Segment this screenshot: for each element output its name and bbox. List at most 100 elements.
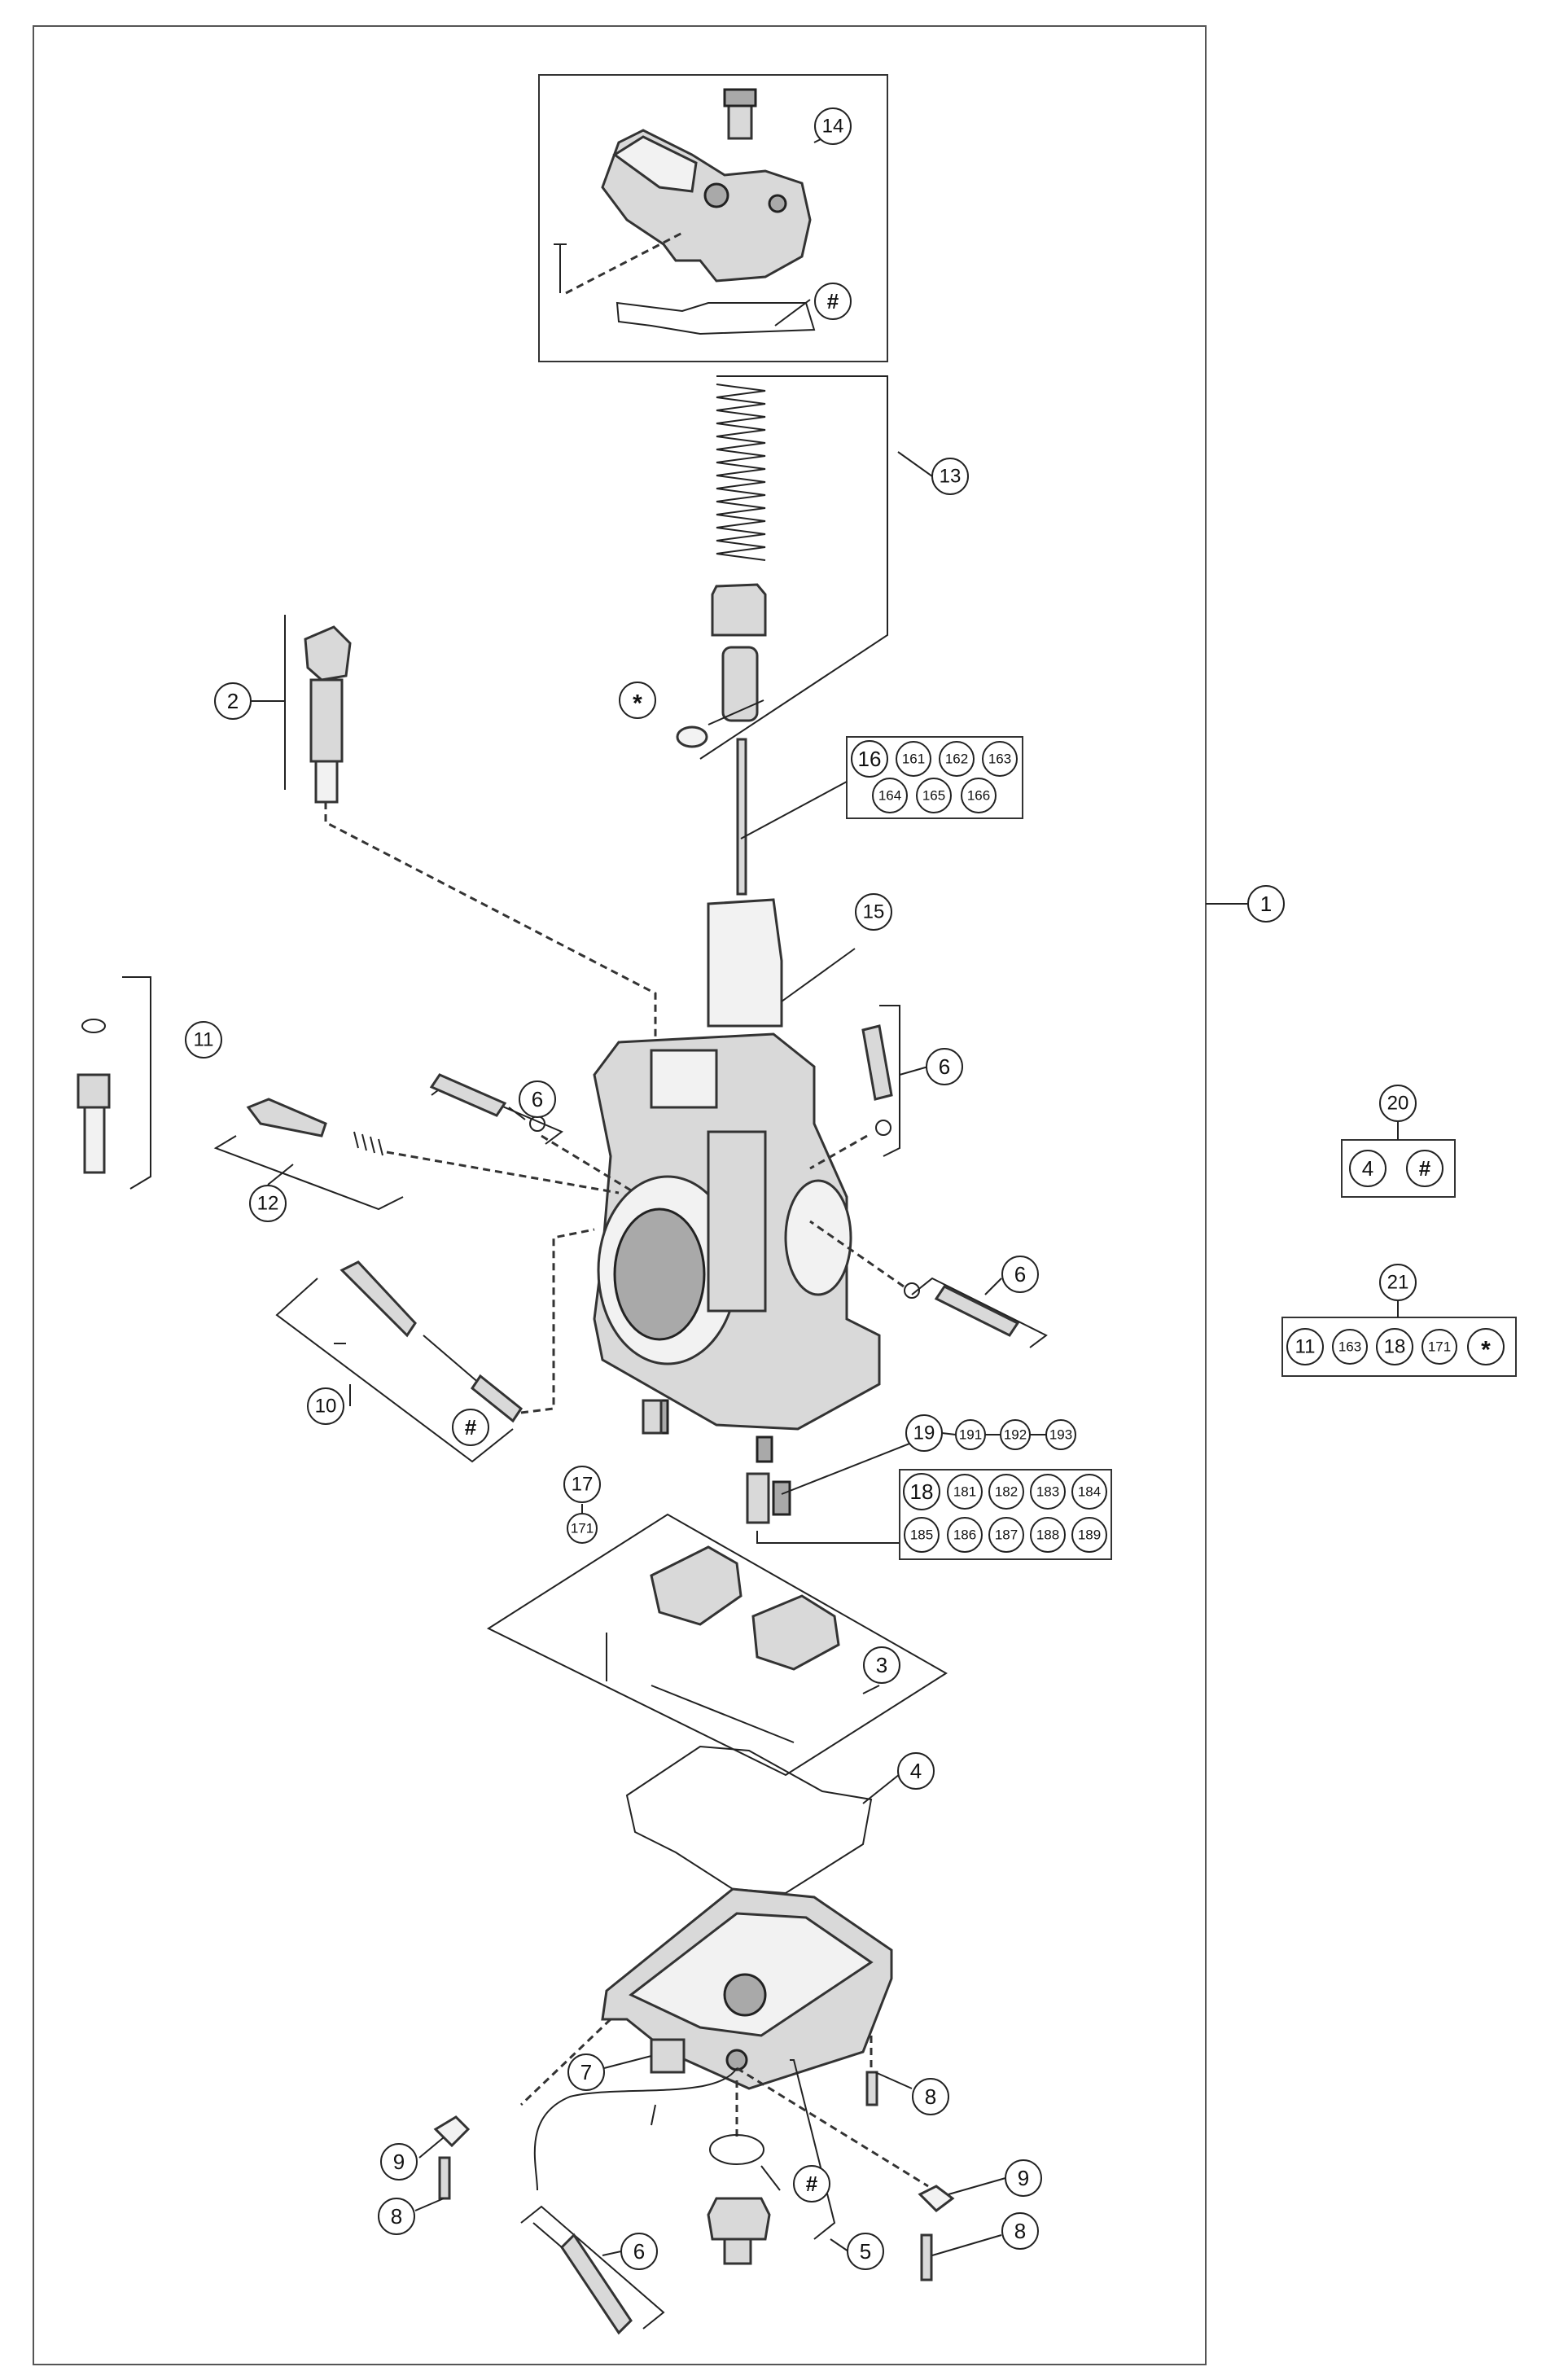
group16-item: 162 [939, 741, 975, 777]
svg-text:161: 161 [902, 752, 925, 767]
kit21-item: 18 [1376, 1328, 1413, 1365]
svg-text:181: 181 [953, 1484, 976, 1500]
callout-hash-14: # [814, 283, 852, 320]
svg-text:#: # [465, 1415, 477, 1440]
svg-text:#: # [827, 289, 839, 313]
svg-text:9: 9 [1018, 2166, 1029, 2190]
callout-14: 14 [814, 107, 852, 145]
callout-1: 1 [1247, 885, 1285, 923]
group18-item: 189 [1071, 1517, 1107, 1553]
leader-18 [756, 1531, 900, 1544]
svg-text:182: 182 [995, 1484, 1018, 1500]
callout-193: 193 [1045, 1419, 1076, 1450]
callout-19: 19 [905, 1414, 943, 1452]
callout-8b: 8 [378, 2198, 415, 2235]
group16-item: 163 [982, 741, 1018, 777]
callout-9b: 9 [1005, 2159, 1042, 2197]
drain-plug-part [707, 2134, 771, 2265]
callout-2: 2 [214, 682, 252, 720]
svg-text:164: 164 [878, 788, 901, 804]
svg-text:188: 188 [1036, 1527, 1059, 1543]
spring-part [676, 384, 767, 896]
svg-text:189: 189 [1078, 1527, 1101, 1543]
svg-text:183: 183 [1036, 1484, 1059, 1500]
svg-text:6: 6 [532, 1087, 543, 1111]
callout-4: 4 [897, 1752, 935, 1790]
callout-21: 21 [1379, 1264, 1417, 1301]
callout-9a: 9 [380, 2143, 418, 2181]
bracket-9b-part [918, 2185, 955, 2281]
group14-box [538, 74, 888, 362]
svg-text:5: 5 [860, 2239, 871, 2264]
svg-text:20: 20 [1387, 1093, 1409, 1115]
group16-item: 166 [961, 778, 997, 813]
svg-text:166: 166 [967, 788, 990, 804]
callout-191: 191 [955, 1419, 986, 1450]
bracket-6c [911, 1277, 1048, 1348]
svg-text:6: 6 [633, 2239, 645, 2264]
svg-text:193: 193 [1049, 1427, 1072, 1443]
svg-text:17: 17 [572, 1474, 594, 1496]
svg-text:163: 163 [988, 752, 1011, 767]
kit21-box [1281, 1317, 1517, 1377]
top-cap-part [554, 88, 816, 335]
kit20-items: 4 # [1349, 1150, 1443, 1187]
callout-10: 10 [307, 1387, 344, 1425]
group18-item: 18 [903, 1473, 940, 1510]
group18-item: 181 [947, 1474, 983, 1510]
svg-text:3: 3 [876, 1653, 887, 1677]
callout-13: 13 [931, 458, 969, 495]
idle-screw-part [304, 625, 657, 1059]
kit21-item: 171 [1422, 1329, 1457, 1365]
svg-text:19: 19 [913, 1422, 935, 1444]
svg-text:10: 10 [315, 1396, 337, 1418]
hose-6d-part [532, 2222, 633, 2335]
svg-text:11: 11 [1295, 1336, 1316, 1358]
float-part [606, 1545, 840, 1743]
callout-15: 15 [855, 893, 892, 931]
svg-text:6: 6 [939, 1054, 950, 1079]
svg-text:21: 21 [1387, 1272, 1409, 1294]
callout-3: 3 [863, 1646, 900, 1684]
kit21-item: 163 [1332, 1329, 1368, 1365]
svg-text:191: 191 [959, 1427, 982, 1443]
callout-6c: 6 [1001, 1256, 1039, 1293]
svg-text:171: 171 [1428, 1339, 1451, 1355]
svg-text:186: 186 [953, 1527, 976, 1543]
svg-text:15: 15 [863, 901, 885, 923]
kit21-items: 11 163 18 171 * [1286, 1328, 1505, 1365]
main-frame [33, 25, 1207, 2365]
svg-text:*: * [1481, 1337, 1491, 1364]
callout-7: 7 [567, 2053, 605, 2091]
callout-8c: 8 [1001, 2212, 1039, 2250]
kit20-item: # [1406, 1150, 1443, 1187]
group18-item: 187 [988, 1517, 1024, 1553]
dash-bowl-9a [519, 2018, 612, 2106]
svg-text:8: 8 [391, 2204, 402, 2229]
svg-text:163: 163 [1338, 1339, 1361, 1355]
svg-text:11: 11 [194, 1029, 214, 1051]
group16-item: 161 [896, 741, 931, 777]
group16-item: 165 [916, 778, 952, 813]
svg-text:#: # [806, 2172, 818, 2196]
bracket-6b [879, 1005, 900, 1157]
dash-bowl-9b [736, 2067, 929, 2188]
callout-6d: 6 [620, 2233, 658, 2270]
svg-text:4: 4 [1362, 1156, 1373, 1181]
bracket-9a-part [433, 2115, 471, 2200]
group16-box [846, 736, 1023, 819]
bracket-6d [520, 2205, 665, 2330]
pipe-6c-part [809, 1220, 1020, 1337]
callout-12: 12 [249, 1185, 287, 1222]
group18-items: 18 181 182 183 184 185 186 187 188 189 [903, 1473, 1107, 1553]
callout-17: 17 [563, 1466, 601, 1503]
group18-item: 185 [904, 1517, 940, 1553]
adjust-screw-spring-part [246, 1098, 620, 1194]
group18-box [899, 1469, 1112, 1560]
callout-11: 11 [185, 1021, 222, 1059]
svg-text:13: 13 [940, 466, 962, 488]
callout-hash-10: # [452, 1409, 489, 1446]
svg-text:185: 185 [910, 1527, 933, 1543]
svg-text:7: 7 [580, 2060, 592, 2084]
